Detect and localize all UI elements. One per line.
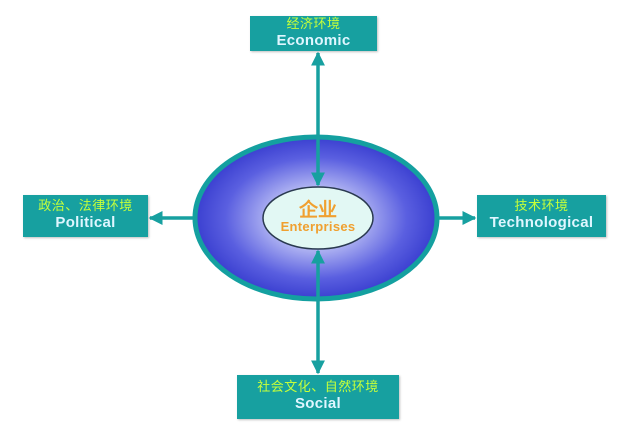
- enterprise-label-zh: 企业: [298, 199, 337, 221]
- economic-label-en: Economic: [276, 31, 351, 49]
- economic-box: 经济环境 Economic: [250, 16, 377, 51]
- technological-label-zh: 技术环境: [514, 199, 569, 215]
- enterprise-ellipse: [262, 186, 374, 250]
- social-label-en: Social: [295, 395, 341, 413]
- social-label-zh: 社会文化、自然环境: [257, 380, 379, 396]
- economic-label-zh: 经济环境: [286, 16, 341, 32]
- technological-label-en: Technological: [489, 214, 594, 232]
- enterprise-label: 企业 Enterprises: [258, 200, 378, 234]
- technological-box: 技术环境 Technological: [477, 195, 606, 237]
- enterprise-label-en: Enterprises: [280, 219, 356, 234]
- political-label-en: Political: [55, 214, 116, 232]
- political-box: 政治、法律环境 Political: [23, 195, 148, 237]
- political-label-zh: 政治、法律环境: [38, 199, 133, 215]
- social-box: 社会文化、自然环境 Social: [237, 375, 399, 419]
